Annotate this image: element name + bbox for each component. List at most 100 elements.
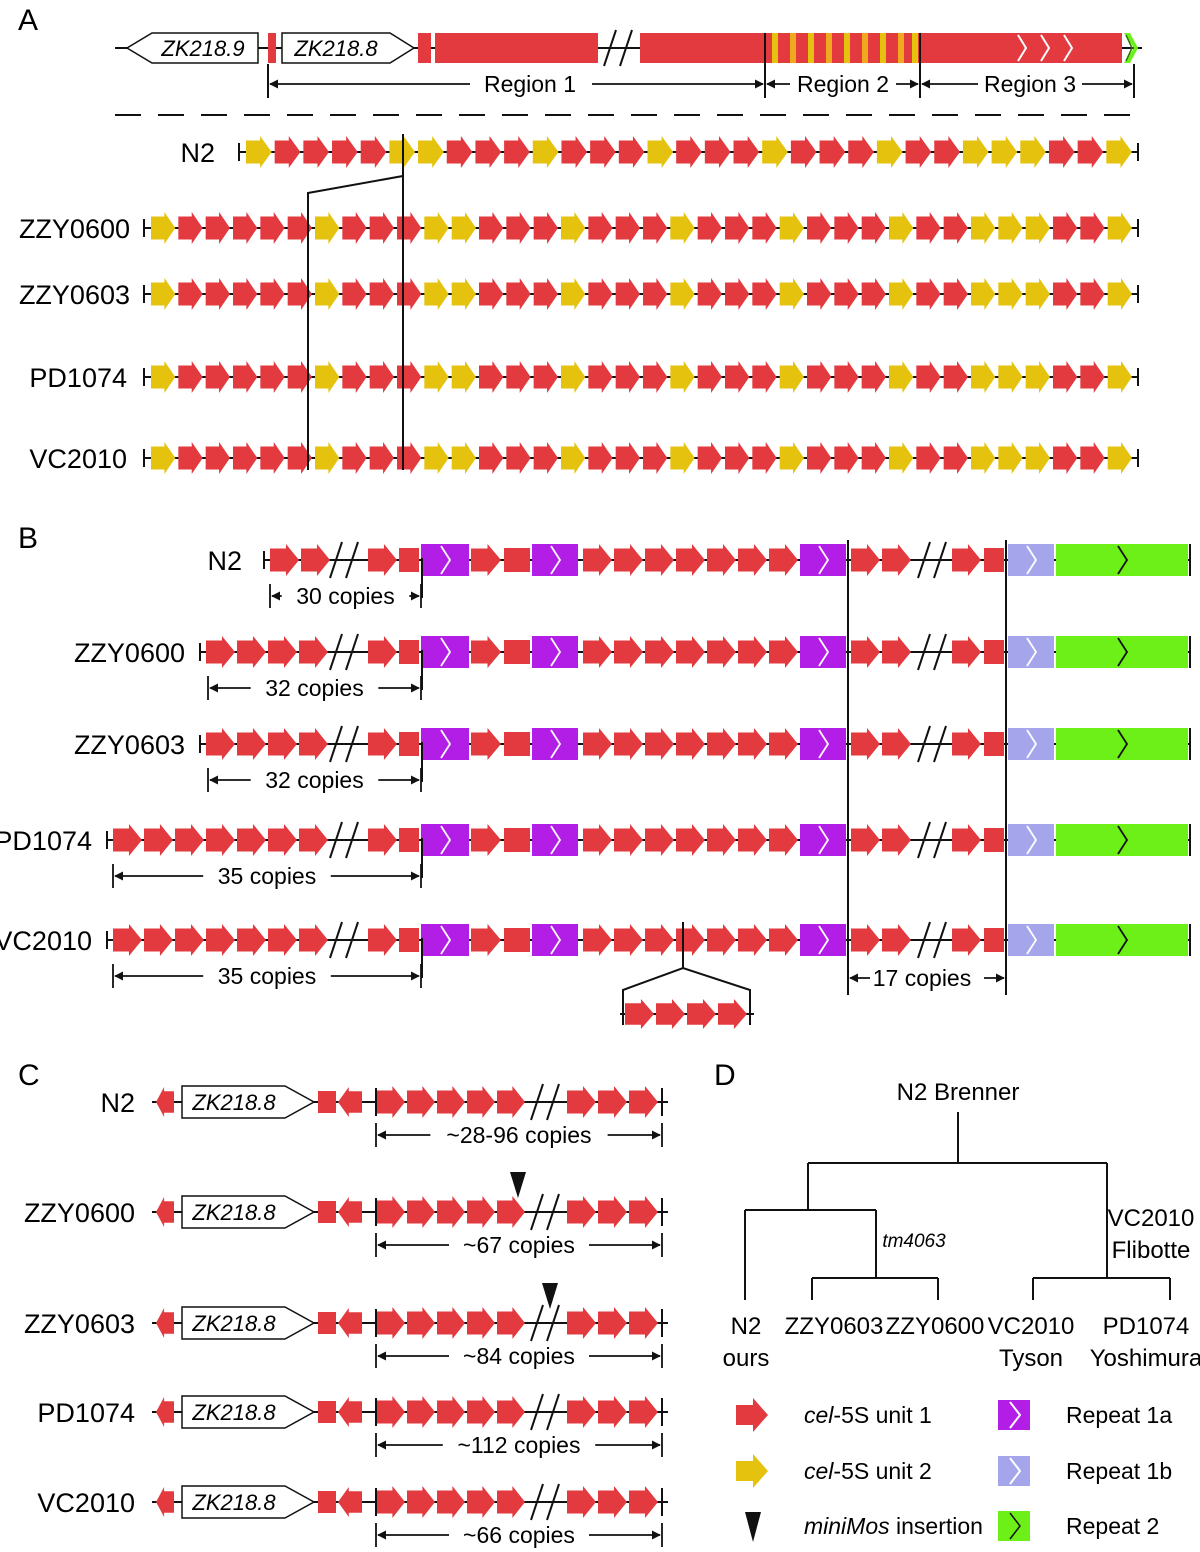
unit1-arrow — [851, 636, 880, 668]
unit1-arrow — [342, 442, 367, 474]
unit1-arrow — [704, 136, 731, 168]
unit2-arrow — [1020, 136, 1046, 168]
repeat-1b-box — [1008, 924, 1054, 956]
tree-branches — [744, 1112, 1171, 1300]
unit1-arrow — [819, 136, 846, 168]
unit2-arrow — [876, 136, 903, 168]
unit1-arrow — [676, 636, 705, 668]
unit2-arrow — [451, 212, 476, 244]
unit1-arrow — [471, 636, 501, 668]
region3-chevron — [1125, 34, 1133, 62]
tree-leaf-vc2010-source: Tyson — [999, 1345, 1063, 1372]
tree-leaf-pd1074-source: Yoshimura — [1090, 1345, 1200, 1372]
unit1-arrow — [287, 278, 312, 310]
repeat-1a-box-chevron — [440, 545, 452, 575]
unit1-arrow — [233, 442, 258, 474]
repeat-1a-box — [532, 924, 578, 956]
unit1-arrow — [629, 1086, 658, 1118]
unit1-arrow — [237, 824, 266, 856]
unit1-arrow — [590, 136, 616, 168]
region1-block — [640, 33, 765, 63]
unit1-arrow — [583, 924, 612, 956]
unit1-arrow — [583, 824, 612, 856]
unit1-arrow — [407, 1486, 435, 1518]
unit1-arrow — [1080, 442, 1105, 474]
unit1-arrow — [437, 1196, 465, 1228]
unit1-arrow — [287, 361, 312, 393]
unit1-arrow — [614, 636, 643, 668]
unit1-arrow — [377, 1086, 405, 1118]
repeat-2-box — [1056, 544, 1188, 576]
unit1-arrow — [676, 728, 705, 760]
repeat-2-box-chevron — [1117, 545, 1129, 575]
unit1-arrow — [733, 136, 760, 168]
unit1-arrow — [725, 278, 750, 310]
unit1-arrow — [237, 924, 266, 956]
gene-zk218-8-label: ZK218.8 — [191, 1490, 276, 1515]
unit1-arrow — [270, 544, 299, 576]
repeat-1a-box — [800, 728, 846, 760]
unit1-arrow — [588, 361, 613, 393]
unit1-arrow — [583, 636, 612, 668]
unit1-arrow — [407, 1396, 435, 1428]
unit1-arrow — [332, 136, 358, 168]
unit1-arrow — [144, 824, 173, 856]
unit1-arrow — [397, 212, 422, 244]
unit1-arrow — [598, 1486, 627, 1518]
unit1-arrow — [615, 212, 640, 244]
repeat-1b-box-chevron — [1026, 925, 1038, 955]
unit1-arrow — [861, 361, 886, 393]
unit1-arrow — [561, 136, 588, 168]
unit1-arrow — [718, 999, 747, 1029]
repeat-1b-box-chevron — [1026, 729, 1038, 759]
repeat-2-box-chevron — [1117, 825, 1129, 855]
repeat-1b-box — [1008, 728, 1054, 760]
repeat-1a-box-chevron — [440, 637, 452, 667]
gene-zk218-8-box — [181, 1085, 316, 1119]
unit1-arrow — [1053, 278, 1078, 310]
unit1-arrow — [629, 1396, 658, 1428]
repeat-2-box-chevron — [1117, 925, 1129, 955]
legend-repeat-1a-label: Repeat 1a — [1066, 1402, 1172, 1428]
unit1-arrow — [567, 1486, 596, 1518]
strain-label: VC2010 — [29, 444, 127, 474]
unit1-arrow — [645, 824, 674, 856]
unit2-arrow — [1025, 278, 1050, 310]
unit1-block — [399, 640, 419, 664]
unit1-arrow — [1077, 136, 1104, 168]
unit1-arrow — [260, 212, 285, 244]
unit1-arrow — [834, 442, 859, 474]
break-mark — [917, 541, 931, 579]
repeat-1a-box-chevron — [818, 545, 830, 575]
tree-leaf-zzy0600: ZZY0600 — [886, 1313, 985, 1340]
unit1-arrow — [178, 361, 203, 393]
unit1-arrow — [471, 924, 501, 956]
minimos-insertion-marker — [510, 1172, 526, 1198]
panel-a-row: VC2010 — [29, 442, 1139, 474]
repeat-1b-box-chevron — [1026, 545, 1038, 575]
unit1-block — [318, 1312, 336, 1334]
break-mark — [603, 29, 617, 67]
unit1-arrow — [834, 278, 859, 310]
unit1-arrow — [848, 136, 874, 168]
unit1-arrow — [446, 136, 473, 168]
unit1-arrow — [369, 442, 394, 474]
strain-label: ZZY0603 — [24, 1309, 135, 1339]
tree-leaf-vc2010: VC2010 — [988, 1313, 1075, 1340]
unit2-arrow — [998, 361, 1023, 393]
unit1-arrow — [738, 728, 767, 760]
unit2-arrow — [1107, 361, 1132, 393]
unit1-arrow — [268, 728, 297, 760]
unit1-arrow — [614, 924, 643, 956]
unit1-arrow — [645, 924, 674, 956]
break-mark — [619, 29, 633, 67]
region2-stripe — [790, 33, 796, 63]
copies-label: 30 copies — [296, 583, 394, 609]
unit1-arrow — [377, 1396, 405, 1428]
legend-repeat-1b-label: Repeat 1b — [1066, 1458, 1172, 1484]
legend-repeat-2-label: Repeat 2 — [1066, 1513, 1159, 1539]
unit1-arrow — [178, 278, 203, 310]
unit1-arrow — [598, 1086, 627, 1118]
unit1-arrow — [851, 728, 880, 760]
